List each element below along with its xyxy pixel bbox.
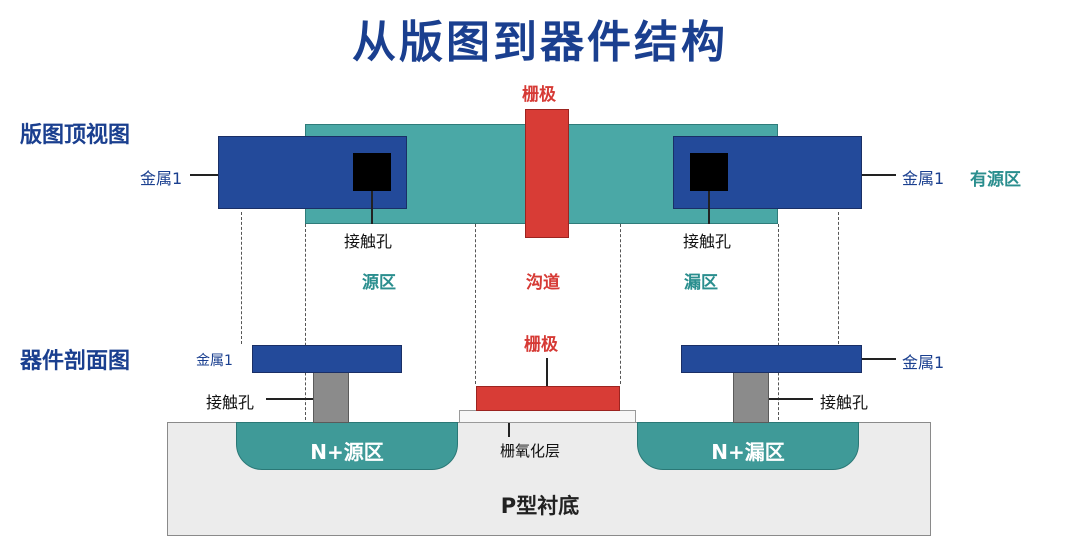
cross-contact-right-leader [769,398,813,400]
n-plus-source [236,422,458,470]
projection-line [620,224,621,384]
top-gate-label: 栅极 [522,85,556,105]
projection-line [241,212,242,344]
cross-metal-left [252,345,402,373]
cross-gate-leader [546,358,548,386]
top-metal-right-leader [862,174,896,176]
n-plus-drain-label: N+漏区 [711,440,785,464]
cross-metal-right-leader [862,358,896,360]
top-source-label: 源区 [362,273,396,293]
cross-contact-left-leader [266,398,313,400]
cross-contact-right [733,372,769,423]
projection-line [778,224,779,420]
oxide-label: 栅氧化层 [500,442,561,460]
top-gate [525,109,569,238]
cross-section-label: 器件剖面图 [20,349,131,374]
cross-contact-left [313,372,349,423]
projection-line [475,224,476,384]
n-plus-source-label: N+源区 [310,440,384,464]
top-contact-left-leader [371,191,373,224]
cross-metal-right [681,345,862,373]
gate-oxide [459,410,636,423]
substrate-label: P型衬底 [500,494,580,518]
top-active-label: 有源区 [970,170,1021,190]
cross-metal-left-label: 金属1 [196,353,233,369]
projection-line [838,212,839,344]
top-contact-left-label: 接触孔 [344,232,393,251]
top-contact-right [690,153,728,191]
top-drain-label: 漏区 [684,273,718,293]
cross-metal-right-label: 金属1 [902,353,945,372]
cross-gate [476,386,620,411]
top-metal-left-label: 金属1 [140,169,183,188]
projection-line [305,224,306,420]
top-metal-right-label: 金属1 [902,169,945,188]
top-contact-left [353,153,391,191]
oxide-leader [508,423,510,437]
top-contact-right-leader [708,191,710,224]
page-title: 从版图到器件结构 [352,17,728,68]
cross-gate-label: 栅极 [524,335,558,355]
cross-contact-right-label: 接触孔 [820,393,869,412]
top-view-section-label: 版图顶视图 [20,123,131,148]
top-metal-left-leader [190,174,218,176]
top-contact-right-label: 接触孔 [683,232,732,251]
top-channel-label: 沟道 [526,273,560,293]
cross-contact-left-label: 接触孔 [206,393,255,412]
